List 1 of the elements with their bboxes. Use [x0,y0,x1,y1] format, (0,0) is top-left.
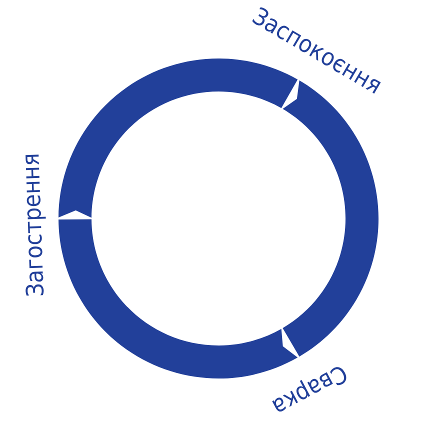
cycle-label: Загострення [26,154,46,296]
